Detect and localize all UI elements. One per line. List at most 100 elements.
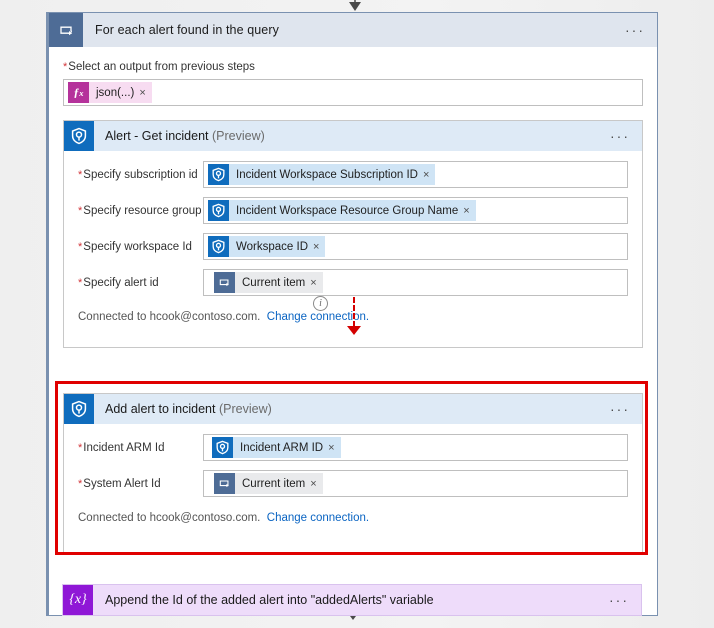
- field-label-alert-id: *Specify alert id: [78, 277, 203, 289]
- action-overflow-menu-button[interactable]: ···: [609, 592, 629, 608]
- token-remove-icon[interactable]: ×: [463, 200, 476, 221]
- variable-icon-glyph: {x}: [69, 592, 87, 607]
- loop-icon: [214, 473, 235, 494]
- token-remove-icon[interactable]: ×: [310, 473, 323, 494]
- field-input-workspace-id[interactable]: Workspace ID ×: [203, 233, 628, 260]
- field-label-subscription-id: *Specify subscription id: [78, 169, 203, 181]
- token-remove-icon[interactable]: ×: [328, 437, 341, 458]
- action-title-text: Alert - Get incident: [105, 129, 209, 143]
- red-dashed-connector-line: [353, 297, 355, 327]
- expression-fx-icon: ƒx: [68, 82, 89, 103]
- connection-status-text: Connected to hcook@contoso.com.: [78, 512, 261, 524]
- action-card-add-alert-to-incident[interactable]: Add alert to incident (Preview) ··· *Inc…: [63, 393, 643, 553]
- action-title-append-to-variable: Append the Id of the added alert into "a…: [105, 593, 434, 607]
- field-label-text: Specify alert id: [83, 276, 159, 289]
- token-remove-icon[interactable]: ×: [422, 164, 436, 185]
- action-overflow-menu-button[interactable]: ···: [610, 401, 630, 417]
- token-chip-label: Workspace ID: [229, 236, 314, 257]
- variable-braces-icon: {x}: [63, 585, 93, 615]
- token-remove-icon[interactable]: ×: [313, 236, 326, 257]
- action-card-append-to-variable[interactable]: {x} Append the Id of the added alert int…: [62, 584, 642, 616]
- token-chip-label: Incident ARM ID: [233, 437, 329, 458]
- red-connector-arrowhead: [347, 326, 361, 335]
- action-preview-badge: (Preview): [218, 402, 272, 416]
- sentinel-shield-icon: [64, 394, 94, 424]
- token-chip-label: Current item: [235, 473, 311, 494]
- token-chip[interactable]: Current item ×: [214, 272, 323, 293]
- required-marker: *: [78, 441, 83, 454]
- incoming-connector-arrow: [349, 0, 361, 11]
- field-label-incident-arm-id: *Incident ARM Id: [78, 442, 203, 454]
- token-chip-label: json(...): [89, 82, 140, 103]
- token-remove-icon[interactable]: ×: [139, 82, 152, 103]
- required-marker: *: [78, 276, 83, 289]
- required-marker: *: [78, 168, 83, 181]
- field-input-alert-id[interactable]: Current item ×: [203, 269, 628, 296]
- field-label-text: System Alert Id: [83, 477, 161, 490]
- field-label-text: Specify workspace Id: [83, 240, 192, 253]
- sentinel-shield-icon: [64, 121, 94, 151]
- token-chip[interactable]: Incident Workspace Subscription ID ×: [208, 164, 436, 185]
- required-marker: *: [78, 477, 83, 490]
- sentinel-shield-icon: [208, 164, 229, 185]
- loop-icon: [49, 13, 83, 47]
- field-label-text: Incident ARM Id: [83, 441, 165, 454]
- token-chip[interactable]: Incident ARM ID ×: [212, 437, 341, 458]
- field-row-alert-id: *Specify alert id Current item: [78, 269, 628, 296]
- sentinel-shield-icon: [208, 200, 229, 221]
- token-chip[interactable]: Workspace ID ×: [208, 236, 326, 257]
- field-label-workspace-id: *Specify workspace Id: [78, 241, 203, 253]
- field-input-resource-group[interactable]: Incident Workspace Resource Group Name ×: [203, 197, 628, 224]
- connector-arrowhead-to-variable-action: [347, 612, 359, 620]
- action-title-add-alert-to-incident: Add alert to incident (Preview): [105, 402, 272, 416]
- foreach-loop-title: For each alert found in the query: [95, 23, 279, 37]
- token-chip-label: Current item: [235, 272, 311, 293]
- change-connection-link[interactable]: Change connection.: [266, 512, 370, 524]
- field-row-subscription-id: *Specify subscription id: [78, 161, 628, 188]
- select-output-label: Select an output from previous steps: [68, 61, 255, 73]
- action-header-alert-get-incident[interactable]: Alert - Get incident (Preview) ···: [64, 121, 642, 151]
- field-row-system-alert-id: *System Alert Id Current item: [78, 470, 628, 497]
- field-input-incident-arm-id[interactable]: Incident ARM ID ×: [203, 434, 628, 461]
- token-chip-json-expression[interactable]: ƒx json(...) ×: [68, 82, 152, 103]
- sentinel-shield-icon: [212, 437, 233, 458]
- field-input-subscription-id[interactable]: Incident Workspace Subscription ID ×: [203, 161, 628, 188]
- foreach-loop-body: *Select an output from previous steps ƒx…: [49, 47, 657, 620]
- required-marker: *: [63, 61, 68, 73]
- field-row-resource-group: *Specify resource group: [78, 197, 628, 224]
- required-marker: *: [78, 240, 83, 253]
- info-icon-glyph: i: [319, 298, 322, 309]
- token-chip-label: Incident Workspace Resource Group Name: [229, 200, 464, 221]
- action-header-add-alert-to-incident[interactable]: Add alert to incident (Preview) ···: [64, 394, 642, 424]
- field-input-system-alert-id[interactable]: Current item ×: [203, 470, 628, 497]
- foreach-loop-header[interactable]: For each alert found in the query ···: [49, 13, 657, 47]
- token-chip-label: Incident Workspace Subscription ID: [229, 164, 423, 185]
- token-chip[interactable]: Incident Workspace Resource Group Name ×: [208, 200, 476, 221]
- action-preview-badge: (Preview): [212, 129, 265, 143]
- token-chip[interactable]: Current item ×: [214, 473, 323, 494]
- action-body-add-alert-to-incident: *Incident ARM Id Inci: [64, 424, 642, 538]
- action-title-text: Add alert to incident: [105, 402, 216, 416]
- token-remove-icon[interactable]: ×: [310, 272, 323, 293]
- field-row-workspace-id: *Specify workspace Id: [78, 233, 628, 260]
- info-icon[interactable]: i: [313, 296, 328, 311]
- action-overflow-menu-button[interactable]: ···: [610, 128, 630, 144]
- field-label-system-alert-id: *System Alert Id: [78, 478, 203, 490]
- connection-status-alert-get-incident: Connected to hcook@contoso.com. Change c…: [78, 305, 628, 337]
- action-body-alert-get-incident: *Specify subscription id: [64, 151, 642, 337]
- change-connection-link[interactable]: Change connection.: [266, 311, 370, 323]
- field-label-resource-group: *Specify resource group: [78, 205, 203, 217]
- action-title-alert-get-incident: Alert - Get incident (Preview): [105, 129, 265, 143]
- connection-status-text: Connected to hcook@contoso.com.: [78, 311, 261, 323]
- required-marker: *: [78, 204, 83, 217]
- select-output-label-row: *Select an output from previous steps: [63, 57, 643, 75]
- connection-status-add-alert-to-incident: Connected to hcook@contoso.com. Change c…: [78, 506, 628, 538]
- sentinel-shield-icon: [208, 236, 229, 257]
- field-label-text: Specify subscription id: [83, 168, 198, 181]
- field-row-incident-arm-id: *Incident ARM Id Inci: [78, 434, 628, 461]
- select-output-input[interactable]: ƒx json(...) ×: [63, 79, 643, 106]
- foreach-overflow-menu-button[interactable]: ···: [625, 22, 645, 38]
- foreach-loop-card[interactable]: For each alert found in the query ··· *S…: [46, 12, 658, 620]
- field-label-text: Specify resource group: [83, 204, 202, 217]
